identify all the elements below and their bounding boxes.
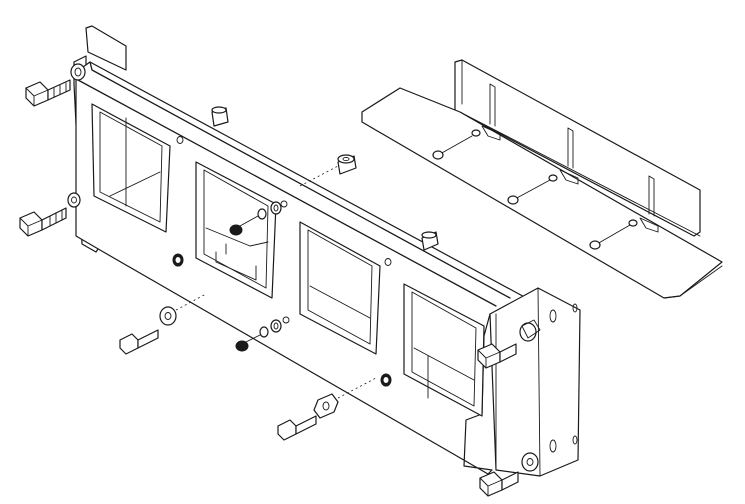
flat-washer xyxy=(270,201,282,215)
bolt-right-lower xyxy=(479,452,539,497)
tray-base-plate xyxy=(361,87,723,299)
left-flange-top xyxy=(85,25,127,71)
cage-nut-1 xyxy=(172,253,184,267)
frame-window-3 xyxy=(299,221,381,355)
tray-slot-3 xyxy=(648,175,655,217)
bolt-upper-left xyxy=(25,63,86,107)
washer-front xyxy=(159,306,177,326)
tray-slot-2 xyxy=(567,127,574,169)
right-flange xyxy=(489,287,581,477)
washer-right-lower xyxy=(521,452,539,472)
flanged-bushing-2 xyxy=(299,154,357,187)
socket-cap-screw-upper xyxy=(229,201,282,236)
lock-washer xyxy=(257,208,267,220)
cage-nut-2 xyxy=(380,373,392,387)
flanged-bushing-3 xyxy=(421,231,439,251)
front-frame xyxy=(73,25,581,477)
washer-lower-left xyxy=(67,192,81,208)
tray-screw-3 xyxy=(589,219,638,250)
rear-tray xyxy=(361,59,723,299)
tray-screw-1 xyxy=(432,129,481,160)
bolt-lower-left xyxy=(19,192,81,237)
square-washer xyxy=(313,393,339,419)
frame-window-1 xyxy=(91,103,171,233)
socket-cap-screw-lower xyxy=(235,319,282,352)
flanged-bushing-1 xyxy=(211,106,229,127)
bolt-lower-front xyxy=(277,377,377,441)
bolt-front-middle xyxy=(119,293,207,355)
tray-slot-1 xyxy=(489,83,496,127)
tray-screw-2 xyxy=(507,174,558,205)
washer-upper-left xyxy=(70,63,86,81)
frame-window-4 xyxy=(403,283,485,417)
bolt-right-upper xyxy=(477,319,541,369)
